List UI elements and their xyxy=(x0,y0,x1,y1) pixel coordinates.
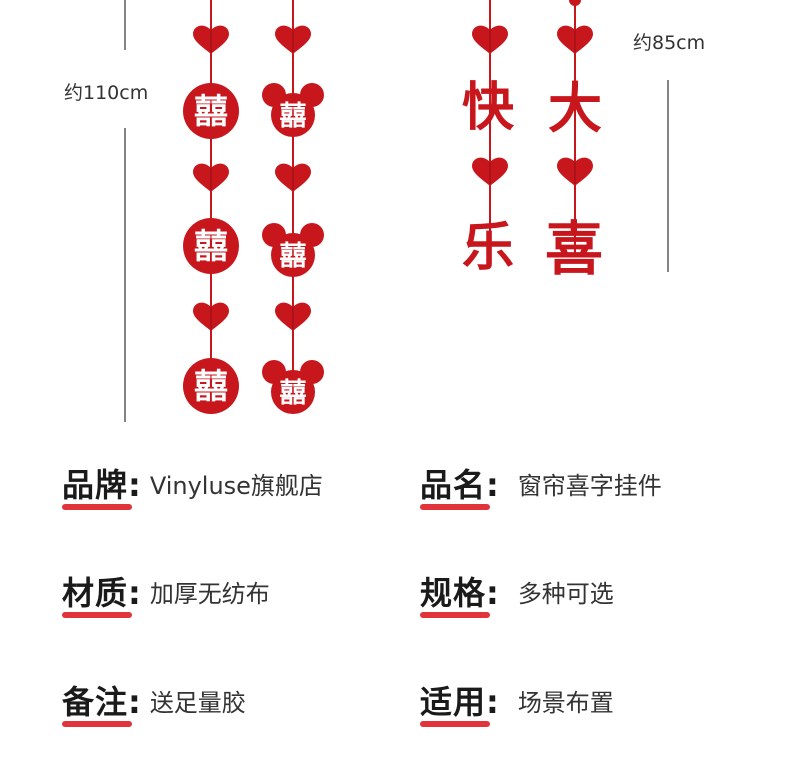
spec-value: 加厚无纺布 xyxy=(149,579,270,608)
spec-value: Vinyluse旗舰店 xyxy=(149,471,323,500)
label-underline xyxy=(62,721,132,727)
garland-illustration: 囍 囍 xyxy=(124,0,669,422)
spec-value: 多种可选 xyxy=(517,579,614,608)
spec-note: 备注: 送足量胶 xyxy=(62,677,246,727)
spec-label: 备注: xyxy=(62,677,142,727)
spec-value: 场景布置 xyxy=(517,688,614,717)
felt-char-xi: 喜 xyxy=(545,215,604,283)
felt-char-da: 大 xyxy=(548,77,602,140)
label-underline xyxy=(420,721,490,727)
label-underline xyxy=(420,612,490,618)
spec-brand: 品牌: Vinyluse旗舰店 xyxy=(62,460,323,510)
spec-value: 窗帘喜字挂件 xyxy=(517,471,662,500)
felt-char-le: 乐 xyxy=(462,218,515,278)
spec-value: 送足量胶 xyxy=(149,688,246,717)
spec-product-name: 品名: 窗帘喜字挂件 xyxy=(420,460,662,510)
label-underline xyxy=(62,504,132,510)
spec-usage: 适用: 场景布置 xyxy=(420,677,614,727)
spec-size: 规格: 多种可选 xyxy=(420,568,614,618)
spec-label: 品名: xyxy=(420,460,500,510)
felt-char-kuai: 快 xyxy=(462,78,515,138)
spec-label: 规格: xyxy=(420,568,500,618)
label-underline xyxy=(420,504,490,510)
spec-label: 材质: xyxy=(62,568,142,618)
height-label-right: 约85cm xyxy=(633,26,706,57)
spec-label: 品牌: xyxy=(62,460,142,510)
spec-material: 材质: 加厚无纺布 xyxy=(62,568,270,618)
label-underline xyxy=(62,612,132,618)
spec-label: 适用: xyxy=(420,677,500,727)
height-label-left: 约110cm xyxy=(64,76,149,107)
